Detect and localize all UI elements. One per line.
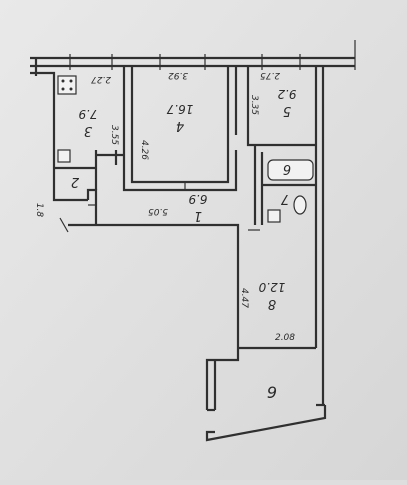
- svg-text:7.9: 7.9: [78, 107, 97, 121]
- svg-text:2.75: 2.75: [260, 70, 280, 80]
- room-2-label: 2: [71, 174, 79, 189]
- svg-text:5.05: 5.05: [148, 206, 168, 216]
- svg-text:2: 2: [71, 174, 79, 189]
- room-1-label: 1 6.9: [188, 192, 207, 223]
- svg-text:3.55: 3.55: [109, 125, 119, 145]
- svg-text:4.47: 4.47: [239, 288, 249, 308]
- svg-text:12.0: 12.0: [258, 280, 285, 294]
- room-6-label: 6: [283, 161, 291, 176]
- outer-walls: [30, 40, 356, 442]
- room-5-label: 5 9.2: [277, 87, 296, 118]
- svg-text:4.26: 4.26: [139, 140, 149, 160]
- room-4-label: 4 16.7: [166, 102, 193, 133]
- svg-text:16.7: 16.7: [166, 102, 193, 116]
- svg-text:3.92: 3.92: [168, 70, 188, 80]
- svg-text:8: 8: [268, 296, 276, 311]
- toilet-icon: [293, 195, 307, 215]
- svg-text:1: 1: [194, 208, 202, 223]
- door-marks: [88, 182, 260, 231]
- stove-icon: [57, 75, 77, 95]
- svg-text:9: 9: [267, 383, 277, 402]
- interior-walls: [54, 66, 316, 225]
- bathtub-icon: [267, 159, 314, 181]
- washbasin-icon: [267, 209, 281, 223]
- fixtures: [57, 75, 314, 223]
- room-7-label: 7: [280, 191, 289, 206]
- room-3-label: 3 7.9: [78, 107, 97, 138]
- dimension-labels: 2.27 3.92 2.75 3.55 4.26 3.35 5.05 1.8 4…: [34, 70, 295, 343]
- svg-text:4: 4: [176, 118, 184, 133]
- room-9-label: 9: [267, 383, 277, 402]
- svg-text:3.35: 3.35: [249, 95, 259, 115]
- window-marks: [69, 54, 301, 70]
- svg-text:5: 5: [283, 103, 291, 118]
- svg-text:9.2: 9.2: [277, 87, 296, 101]
- svg-text:3: 3: [84, 123, 92, 138]
- svg-text:1.8: 1.8: [34, 203, 44, 218]
- svg-text:6: 6: [283, 161, 291, 176]
- sink-icon: [57, 149, 71, 163]
- svg-text:6.9: 6.9: [188, 192, 207, 206]
- svg-text:7: 7: [280, 191, 289, 206]
- svg-text:2.08: 2.08: [275, 333, 295, 343]
- room-8-label: 8 12.0: [258, 280, 285, 311]
- svg-text:2.27: 2.27: [91, 74, 111, 84]
